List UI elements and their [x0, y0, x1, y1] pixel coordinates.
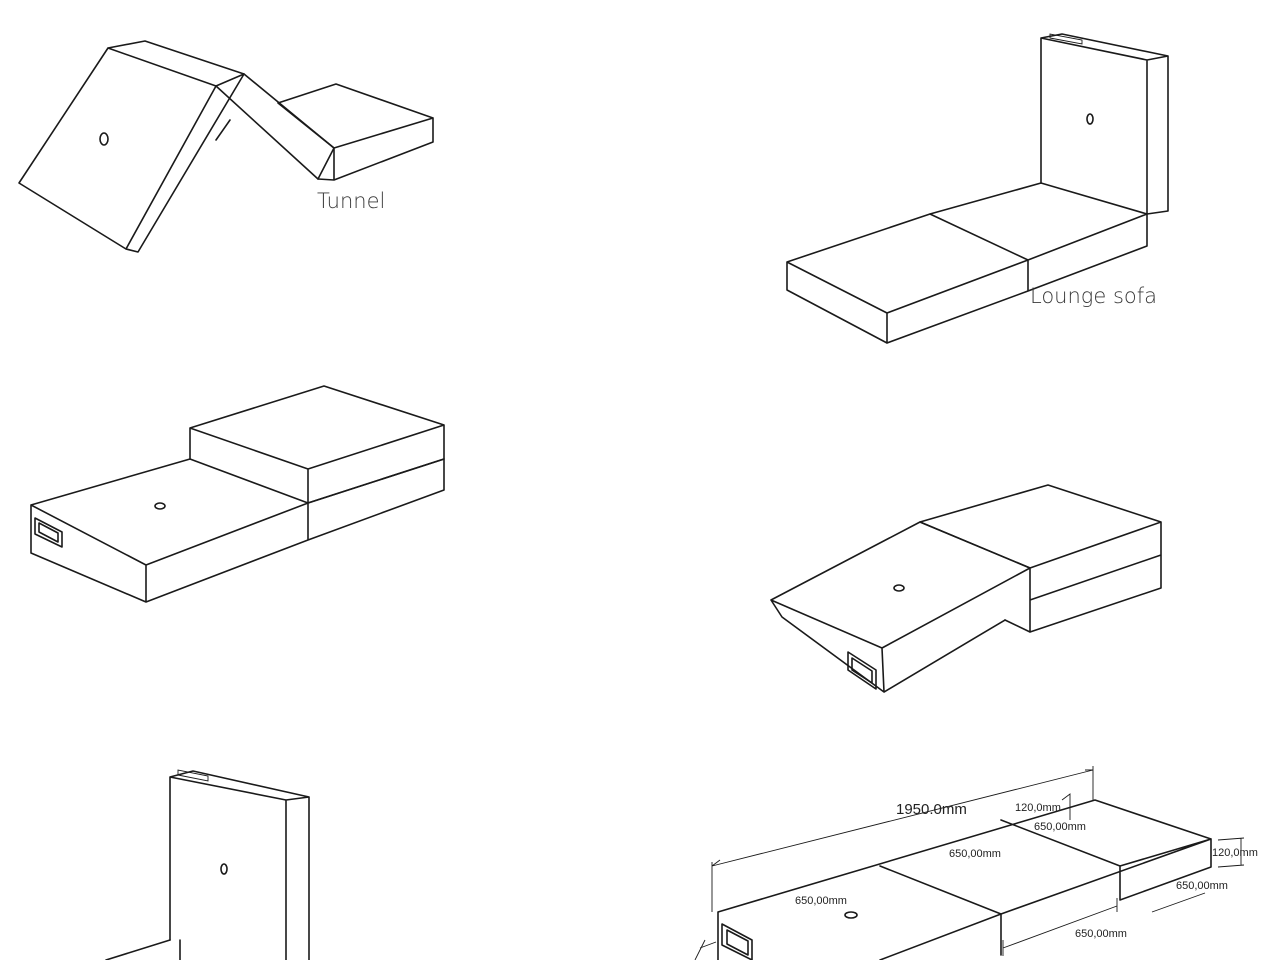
- dim-segment-front: 650,00mm: [1075, 928, 1127, 940]
- ramp-slope: [770, 521, 1031, 693]
- chair-label-patch: [220, 863, 228, 875]
- tunnel-base: [277, 83, 434, 181]
- chair-backrest: [169, 770, 310, 960]
- flat-bed-configuration: 1950.0mm 120,0mm 650,00mm 650,00mm 650,0…: [694, 766, 1258, 960]
- lounge-backrest: [1040, 33, 1169, 215]
- ramp-handle: [847, 651, 877, 690]
- dim-line-left-end: [694, 939, 717, 960]
- dim-total-length: 1950.0mm: [896, 801, 967, 818]
- dim-segment-top-left: 650,00mm: [795, 895, 847, 907]
- step-label-patch: [154, 502, 166, 510]
- dim-line-thickness-right: [1217, 837, 1245, 868]
- lounge-seat: [786, 182, 1148, 344]
- step-configuration: [30, 385, 445, 603]
- dim-line-thickness-top: [1061, 793, 1071, 820]
- lounge-sofa-configuration: Lounge sofa: [786, 33, 1169, 344]
- step-upper-block: [189, 385, 445, 504]
- step-lower-block: [30, 458, 445, 603]
- chair-seat-edge: [105, 939, 171, 960]
- flat-bed-handle: [721, 923, 753, 960]
- tunnel-label-patch: [99, 132, 109, 146]
- dim-line-length: [711, 766, 1094, 912]
- dim-segment-top-right: 650,00mm: [1034, 821, 1086, 833]
- dim-line-front: [1002, 898, 1118, 956]
- dim-thickness-right: 120,0mm: [1212, 847, 1258, 859]
- lounge-label-patch: [1086, 113, 1094, 125]
- ramp-label-patch: [893, 584, 905, 592]
- dim-segment-top-middle: 650,00mm: [949, 848, 1001, 860]
- ramp-configuration: [770, 484, 1162, 693]
- tunnel-left-panel: [18, 40, 245, 253]
- ramp-stack: [919, 484, 1162, 633]
- dim-line-width-right: [1151, 892, 1206, 913]
- flat-bed-label-patch: [844, 911, 858, 919]
- lounge-sofa-caption: Lounge sofa: [1030, 284, 1157, 308]
- chair-configuration: [105, 769, 310, 960]
- tunnel-configuration: Tunnel: [18, 40, 434, 253]
- chair-handle-top: [177, 769, 209, 782]
- dim-width-right: 650,00mm: [1176, 880, 1228, 892]
- tunnel-caption: Tunnel: [317, 189, 385, 213]
- lounge-handle-top: [1049, 33, 1083, 45]
- flat-bed-top: [717, 799, 1212, 960]
- step-handle: [34, 517, 63, 548]
- dim-thickness-top: 120,0mm: [1015, 802, 1061, 814]
